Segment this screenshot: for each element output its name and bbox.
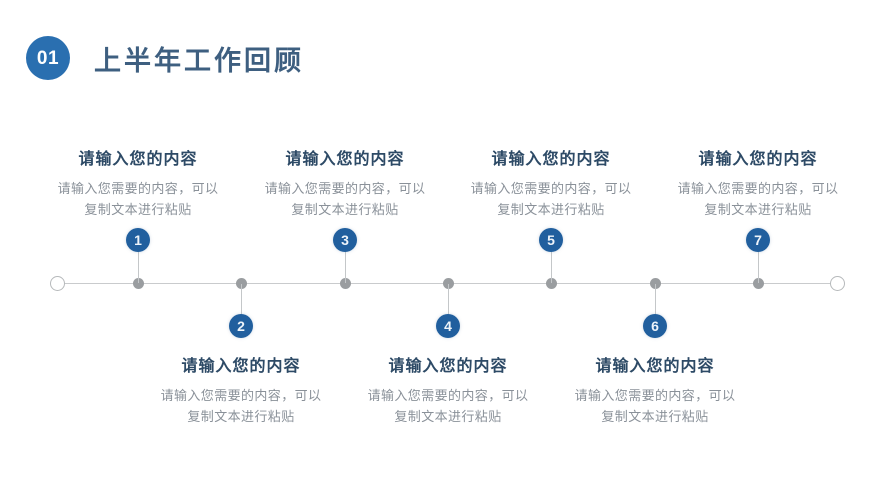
timeline-dot-icon: [649, 278, 661, 289]
timeline-connector: [757, 251, 759, 283]
timeline-body-line2: 复制文本进行粘贴: [497, 202, 605, 217]
timeline-body-line1: 请输入您需要的内容，可以: [367, 388, 529, 403]
section-number-badge: 01: [26, 36, 70, 80]
timeline-marker-4[interactable]: 4: [436, 314, 460, 338]
timeline-body-line2: 复制文本进行粘贴: [291, 202, 399, 217]
timeline-heading: 请输入您的内容: [491, 151, 611, 168]
timeline-marker-number: 4: [444, 318, 452, 334]
timeline-marker-number: 1: [134, 232, 142, 248]
timeline-textblock-2: 请输入您的内容请输入您需要的内容，可以复制文本进行粘贴: [126, 352, 356, 427]
timeline-body: 请输入您需要的内容，可以复制文本进行粘贴: [333, 385, 563, 427]
timeline-dot-icon: [545, 278, 557, 289]
timeline-connector: [654, 284, 656, 316]
timeline-dot-icon: [235, 278, 247, 289]
timeline-body-line1: 请输入您需要的内容，可以: [264, 181, 426, 196]
timeline-heading: 请输入您的内容: [595, 358, 715, 375]
timeline-textblock-5: 请输入您的内容请输入您需要的内容，可以复制文本进行粘贴: [436, 145, 666, 220]
slide-header: 01 上半年工作回顾: [26, 36, 304, 80]
timeline-textblock-4: 请输入您的内容请输入您需要的内容，可以复制文本进行粘贴: [333, 352, 563, 427]
timeline-textblock-6: 请输入您的内容请输入您需要的内容，可以复制文本进行粘贴: [540, 352, 770, 427]
timeline-body-line2: 复制文本进行粘贴: [84, 202, 192, 217]
timeline-marker-number: 6: [651, 318, 659, 334]
timeline-body: 请输入您需要的内容，可以复制文本进行粘贴: [230, 178, 460, 220]
section-number-text: 01: [36, 47, 60, 69]
timeline-marker-number: 5: [547, 232, 555, 248]
timeline-body-line1: 请输入您需要的内容，可以: [160, 388, 322, 403]
timeline-body-line2: 复制文本进行粘贴: [394, 409, 502, 424]
timeline-dot-icon: [132, 278, 144, 289]
timeline-connector: [344, 251, 346, 283]
timeline-marker-number: 3: [341, 232, 349, 248]
timeline-heading: 请输入您的内容: [388, 358, 508, 375]
timeline-connector: [447, 284, 449, 316]
timeline-body-line2: 复制文本进行粘贴: [704, 202, 812, 217]
timeline-heading: 请输入您的内容: [181, 358, 301, 375]
timeline-heading: 请输入您的内容: [78, 151, 198, 168]
timeline-body: 请输入您需要的内容，可以复制文本进行粘贴: [540, 385, 770, 427]
timeline-dot-icon: [442, 278, 454, 289]
timeline-dot-icon: [752, 278, 764, 289]
timeline-endpoint-left-icon: [50, 276, 65, 291]
timeline-connector: [240, 284, 242, 316]
timeline-body-line1: 请输入您需要的内容，可以: [677, 181, 839, 196]
timeline-body: 请输入您需要的内容，可以复制文本进行粘贴: [23, 178, 253, 220]
timeline-body: 请输入您需要的内容，可以复制文本进行粘贴: [643, 178, 873, 220]
timeline-connector: [137, 251, 139, 283]
timeline-body-line2: 复制文本进行粘贴: [601, 409, 709, 424]
timeline-marker-1[interactable]: 1: [126, 228, 150, 252]
timeline-endpoint-right-icon: [830, 276, 845, 291]
page-title: 上半年工作回顾: [94, 45, 304, 76]
timeline-marker-5[interactable]: 5: [539, 228, 563, 252]
timeline-textblock-7: 请输入您的内容请输入您需要的内容，可以复制文本进行粘贴: [643, 145, 873, 220]
timeline-body-line1: 请输入您需要的内容，可以: [574, 388, 736, 403]
timeline-textblock-1: 请输入您的内容请输入您需要的内容，可以复制文本进行粘贴: [23, 145, 253, 220]
timeline-marker-3[interactable]: 3: [333, 228, 357, 252]
timeline-body: 请输入您需要的内容，可以复制文本进行粘贴: [126, 385, 356, 427]
timeline-heading: 请输入您的内容: [285, 151, 405, 168]
timeline-body-line2: 复制文本进行粘贴: [187, 409, 295, 424]
timeline-marker-6[interactable]: 6: [643, 314, 667, 338]
timeline-connector: [550, 251, 552, 283]
timeline-marker-number: 7: [754, 232, 762, 248]
timeline-body-line1: 请输入您需要的内容，可以: [470, 181, 632, 196]
timeline-textblock-3: 请输入您的内容请输入您需要的内容，可以复制文本进行粘贴: [230, 145, 460, 220]
timeline-marker-7[interactable]: 7: [746, 228, 770, 252]
timeline-marker-2[interactable]: 2: [229, 314, 253, 338]
timeline-marker-number: 2: [237, 318, 245, 334]
timeline-heading: 请输入您的内容: [698, 151, 818, 168]
timeline-body-line1: 请输入您需要的内容，可以: [57, 181, 219, 196]
timeline-dot-icon: [339, 278, 351, 289]
timeline-body: 请输入您需要的内容，可以复制文本进行粘贴: [436, 178, 666, 220]
